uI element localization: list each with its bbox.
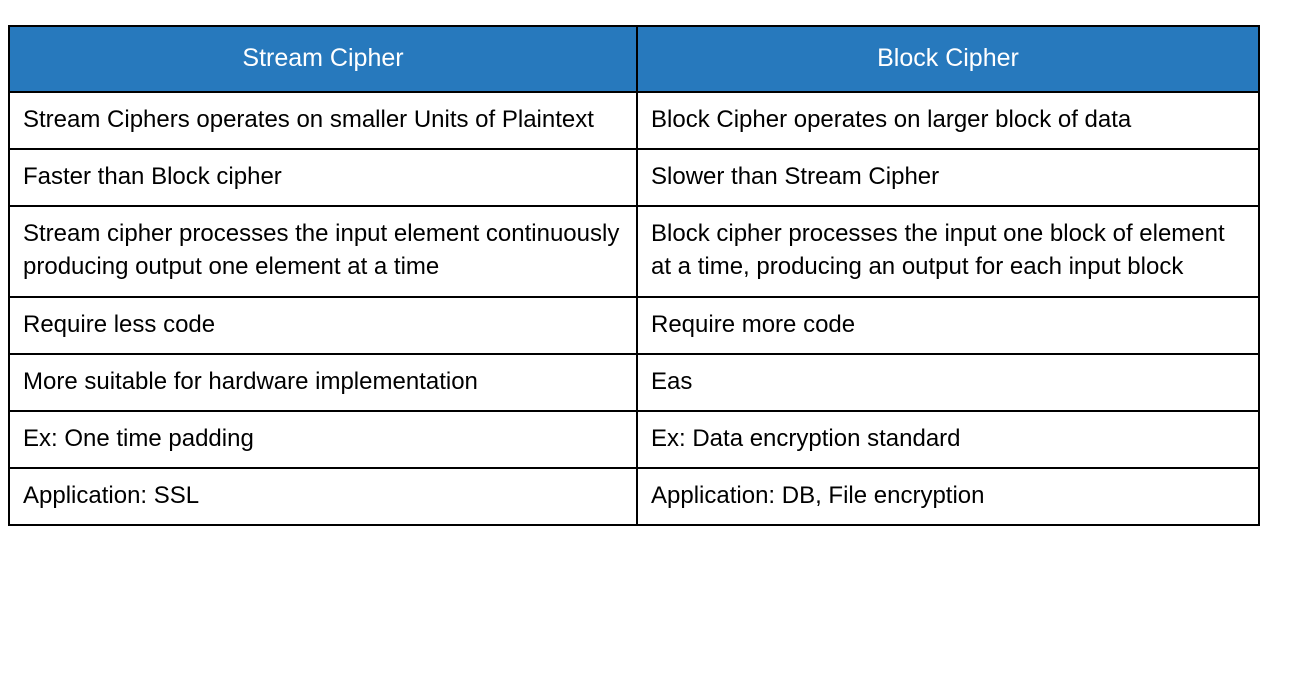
comparison-table-container: Stream Cipher Block Cipher Stream Cipher… [8, 25, 1260, 526]
cell-block-5: Eas [636, 353, 1260, 412]
table-row: Stream cipher processes the input elemen… [8, 205, 1260, 298]
table-header-row: Stream Cipher Block Cipher [8, 25, 1260, 93]
table-row: Faster than Block cipher Slower than Str… [8, 148, 1260, 207]
cell-block-7: Application: DB, File encryption [636, 467, 1260, 526]
cell-stream-2: Faster than Block cipher [8, 148, 638, 207]
cell-stream-6: Ex: One time padding [8, 410, 638, 469]
cell-stream-3: Stream cipher processes the input elemen… [8, 205, 638, 298]
cell-block-3: Block cipher processes the input one blo… [636, 205, 1260, 298]
table-row: Stream Ciphers operates on smaller Units… [8, 91, 1260, 150]
cell-stream-5: More suitable for hardware implementatio… [8, 353, 638, 412]
table-body: Stream Ciphers operates on smaller Units… [8, 91, 1260, 526]
comparison-table: Stream Cipher Block Cipher Stream Cipher… [8, 25, 1260, 526]
cell-block-2: Slower than Stream Cipher [636, 148, 1260, 207]
cell-stream-1: Stream Ciphers operates on smaller Units… [8, 91, 638, 150]
table-row: Require less code Require more code [8, 296, 1260, 355]
cell-block-1: Block Cipher operates on larger block of… [636, 91, 1260, 150]
cell-block-4: Require more code [636, 296, 1260, 355]
column-header-stream-cipher: Stream Cipher [8, 25, 638, 93]
cell-block-6: Ex: Data encryption standard [636, 410, 1260, 469]
table-row: More suitable for hardware implementatio… [8, 353, 1260, 412]
table-row: Application: SSL Application: DB, File e… [8, 467, 1260, 526]
cell-stream-7: Application: SSL [8, 467, 638, 526]
column-header-block-cipher: Block Cipher [636, 25, 1260, 93]
cell-stream-4: Require less code [8, 296, 638, 355]
table-row: Ex: One time padding Ex: Data encryption… [8, 410, 1260, 469]
table-header: Stream Cipher Block Cipher [8, 25, 1260, 93]
